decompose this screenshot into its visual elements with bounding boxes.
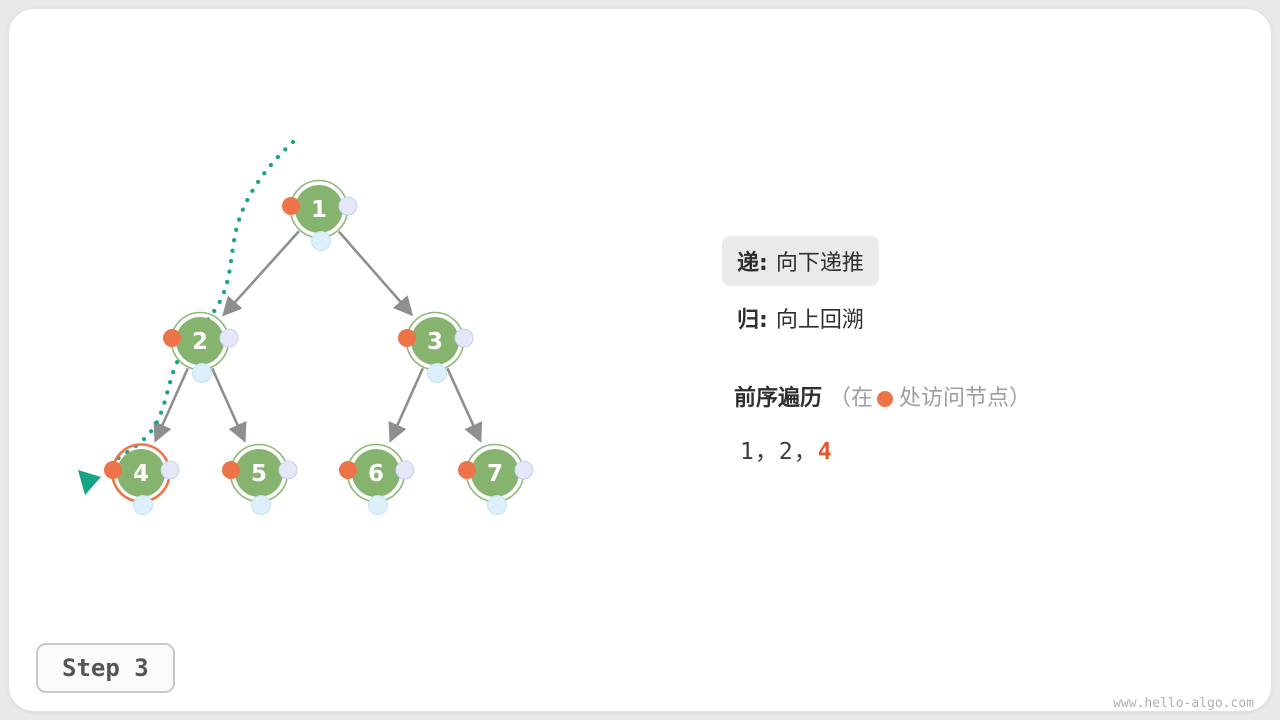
legend-traversal: 前序遍历 （在处访问节点） (722, 380, 1152, 412)
traversal-note-before: （在 (829, 386, 874, 411)
sequence-current: 4 (817, 439, 833, 465)
mid-dot-icon (454, 328, 474, 348)
visit-dot-icon (104, 461, 122, 479)
return-dot-icon (427, 363, 447, 383)
legend-backtrack-text: 向上回溯 (775, 308, 864, 333)
node-value: 1 (311, 197, 327, 223)
mid-dot-icon (160, 460, 180, 480)
mid-dot-icon (278, 460, 298, 480)
legend-backtrack-prefix: 归: (737, 308, 768, 333)
return-dot-icon (368, 495, 388, 515)
tree-node-1: 1 (282, 179, 358, 251)
visit-dot-icon (339, 461, 357, 479)
mid-dot-icon (395, 460, 415, 480)
step-label: Step 3 (62, 654, 149, 682)
return-dot-icon (192, 363, 212, 383)
node-value: 6 (368, 461, 384, 487)
edge-3-7 (446, 367, 483, 443)
visit-dot-icon (458, 461, 476, 479)
watermark: www.hello-algo.com (1113, 696, 1254, 711)
legend: 递: 向下递推 归: 向上回溯 前序遍历 （在处访问节点） 1，2，4 (722, 236, 1152, 466)
trace-arrowhead-icon (78, 470, 101, 495)
node-value: 7 (487, 461, 503, 487)
tree-node-2: 2 (163, 311, 239, 383)
visit-dot-icon (222, 461, 240, 479)
tree-node-3: 3 (398, 311, 474, 383)
edge-2-5 (211, 367, 247, 443)
edge-1-3 (337, 230, 414, 317)
edge-1-2 (222, 230, 300, 317)
traversal-sequence: 1，2，4 (722, 432, 1152, 466)
visit-dot-icon (163, 329, 181, 347)
tree-node-7: 7 (458, 443, 534, 515)
node-value: 2 (192, 329, 208, 355)
step-badge: Step 3 (36, 643, 175, 693)
edge-3-6 (388, 367, 424, 443)
traversal-trace (78, 139, 296, 495)
traversal-note-after: 处访问节点） (899, 386, 1032, 411)
tree-node-5: 5 (222, 443, 298, 515)
node-value: 5 (251, 461, 267, 487)
tree-node-6: 6 (339, 443, 415, 515)
figure-card (8, 8, 1272, 712)
return-dot-icon (311, 231, 331, 251)
mid-dot-icon (514, 460, 534, 480)
sequence-visited: 1，2， (740, 439, 818, 465)
tree-node-4-current: 4 (104, 443, 180, 515)
visit-dot-icon (282, 197, 300, 215)
legend-backtrack: 归: 向上回溯 (722, 302, 1152, 334)
tree-edges (153, 230, 483, 443)
edge-2-4 (153, 367, 189, 443)
trace-dotted-path (101, 139, 296, 471)
return-dot-icon (487, 495, 507, 515)
legend-recurse: 递: 向下递推 (722, 236, 879, 286)
mid-dot-icon (219, 328, 239, 348)
orange-visit-dot-icon (877, 391, 894, 407)
node-value: 3 (427, 329, 443, 355)
traversal-title: 前序遍历 (734, 386, 823, 411)
mid-dot-icon (338, 196, 358, 216)
node-value: 4 (133, 461, 149, 487)
visit-dot-icon (398, 329, 416, 347)
legend-recurse-prefix: 递: (737, 251, 768, 276)
return-dot-icon (251, 495, 271, 515)
legend-recurse-text: 向下递推 (775, 251, 864, 276)
return-dot-icon (133, 495, 153, 515)
